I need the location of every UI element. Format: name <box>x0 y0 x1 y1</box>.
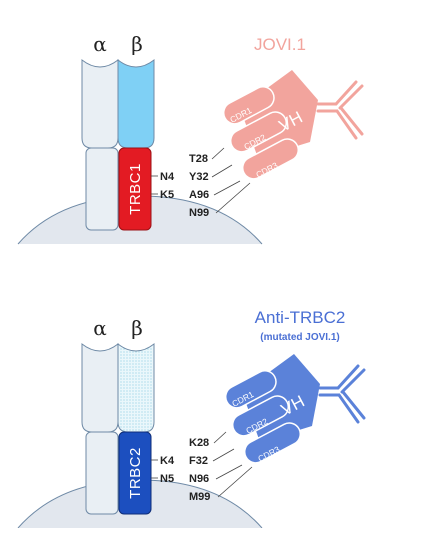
antibody-y-icon <box>318 364 366 424</box>
contact-line <box>215 464 243 480</box>
beta-label: β <box>131 316 143 340</box>
anti-trbc2-antibody: CDR1 CDR2 CDR3 VH <box>224 354 366 464</box>
cdr1-loop <box>224 370 277 409</box>
alpha-constant-domain <box>85 147 119 231</box>
alpha-variable-domain <box>81 342 119 433</box>
antibody-residue: M99 <box>189 491 210 503</box>
tcr-residue: K5 <box>160 189 174 201</box>
contact-line <box>211 164 233 178</box>
antibody-residue: Y32 <box>189 171 209 183</box>
antibody-residue: N99 <box>189 207 209 219</box>
contact-line <box>211 147 225 160</box>
trbc1-domain <box>118 147 152 231</box>
antibody-name: Anti-TRBC2 <box>255 308 346 327</box>
tcr-residue: N4 <box>160 171 175 183</box>
contact-line <box>212 448 235 462</box>
trbc1-label: TRBC1 <box>127 163 144 215</box>
cdr2-loop <box>231 395 290 437</box>
beta-variable-domain <box>117 58 155 149</box>
panel-trbc2: TRBC2 α β K4 N5 K28 F32 N96 M99 CDR1 CDR… <box>17 308 366 529</box>
alpha-label: α <box>93 32 107 56</box>
antibody-residue: K28 <box>189 437 209 449</box>
antibody-residue: T28 <box>189 153 208 165</box>
cdr3-loop <box>241 138 300 180</box>
alpha-label: α <box>93 316 107 340</box>
contact-line <box>215 182 251 214</box>
antibody-residue: F32 <box>189 455 208 467</box>
antibody-residue: A96 <box>189 189 209 201</box>
trbc2-domain <box>118 431 152 515</box>
alpha-variable-domain <box>81 58 119 149</box>
cdr1-loop <box>222 86 275 125</box>
tcr-residue: K4 <box>160 455 175 467</box>
tcr-residue: N5 <box>160 473 174 485</box>
beta-variable-domain <box>117 342 155 433</box>
antibody-name: JOVI.1 <box>254 35 306 54</box>
alpha-constant-domain <box>85 431 119 515</box>
antibody-subtitle: (mutated JOVI.1) <box>260 332 339 343</box>
antibody-y-icon <box>316 80 364 140</box>
contact-line <box>213 180 241 196</box>
contact-line <box>217 466 253 498</box>
trbc2-label: TRBC2 <box>127 447 144 499</box>
beta-label: β <box>131 32 143 56</box>
antibody-residue: N96 <box>189 473 209 485</box>
panel-trbc1: TRBC1 α β N4 K5 T28 Y32 A96 N99 CDR1 CDR… <box>17 32 364 245</box>
contact-line <box>213 431 227 444</box>
cdr3-loop <box>243 422 302 464</box>
cdr2-loop <box>229 111 288 153</box>
jovi-antibody: CDR1 CDR2 CDR3 VH <box>222 70 364 180</box>
